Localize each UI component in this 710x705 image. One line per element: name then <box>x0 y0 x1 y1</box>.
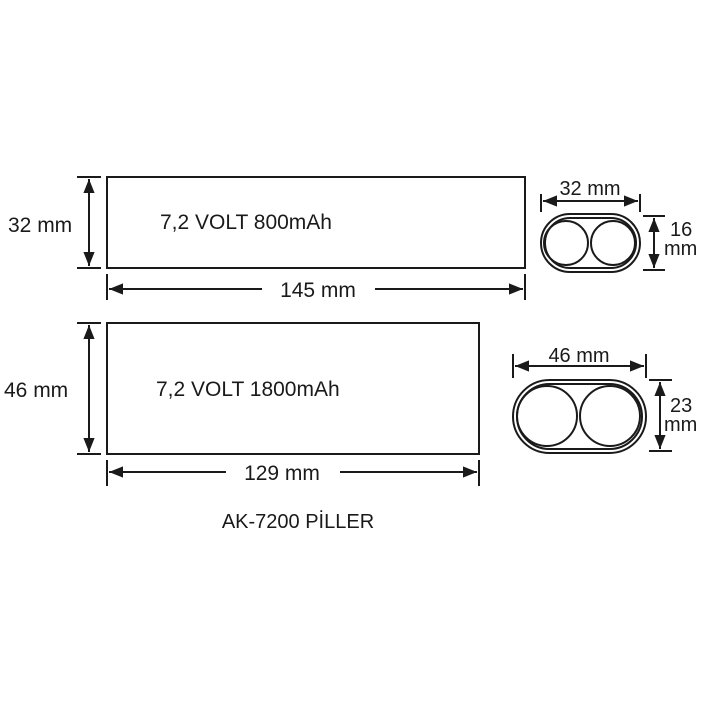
battery-small-label: 7,2 VOLT 800mAh <box>160 211 332 234</box>
large-end-height-dim-num: 23 <box>670 395 692 417</box>
large-height-dim-label: 46 mm <box>4 379 68 402</box>
large-end-width-dim-label: 46 mm <box>548 345 609 367</box>
large-end-height-dim-unit: mm <box>664 414 697 436</box>
small-end-height-dim-unit: mm <box>664 238 697 260</box>
battery-large: 7,2 VOLT 1800mAh 46 mm 129 mm 46 mm 23 m… <box>4 322 697 486</box>
small-height-dim-label: 32 mm <box>8 214 72 237</box>
small-end-cell-left <box>543 220 589 266</box>
small-end-width-dim-label: 32 mm <box>559 178 620 200</box>
battery-small-end-view <box>540 213 641 273</box>
diagram-caption: AK-7200 PİLLER <box>222 510 374 533</box>
battery-large-body <box>106 322 480 455</box>
large-end-cell-right <box>579 385 641 447</box>
battery-large-label: 7,2 VOLT 1800mAh <box>156 378 340 401</box>
battery-large-end-view <box>512 379 647 454</box>
large-length-dim-label: 129 mm <box>244 462 320 485</box>
small-end-cell-right <box>590 220 636 266</box>
large-end-cell-left <box>516 385 578 447</box>
small-length-dim-label: 145 mm <box>280 279 356 302</box>
battery-small: 7,2 VOLT 800mAh 32 mm 145 mm 32 mm 16 mm <box>8 176 697 302</box>
battery-small-body <box>106 176 526 269</box>
large-end-outer <box>512 379 647 454</box>
small-end-outer <box>540 213 641 273</box>
small-end-height-dim-num: 16 <box>670 219 692 241</box>
